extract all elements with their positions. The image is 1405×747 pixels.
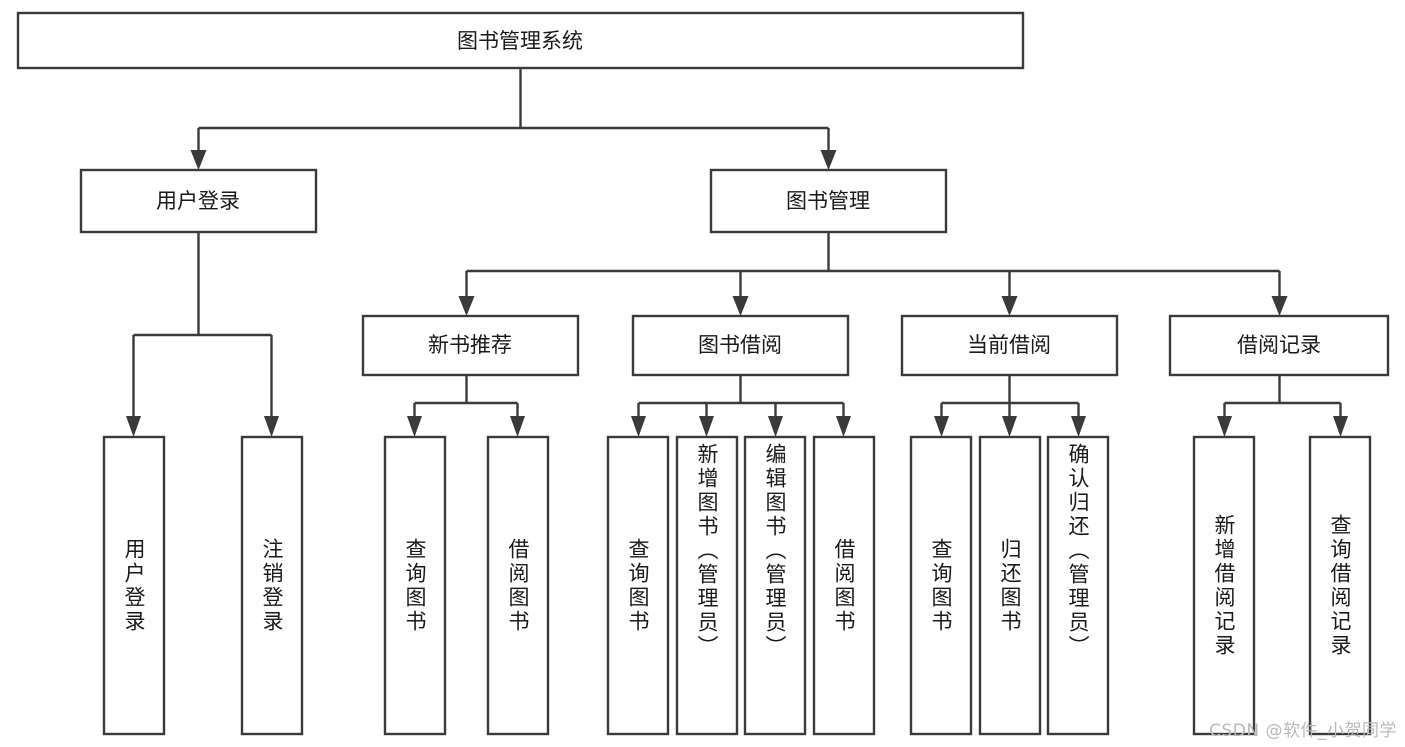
leaf-box-query-book-1[interactable] xyxy=(383,435,447,736)
arrow-head-icon xyxy=(1071,416,1086,437)
arrow-head-icon xyxy=(458,296,475,316)
node-book-borrow[interactable]: 图书借阅 xyxy=(631,314,850,377)
leaf-box-logout[interactable] xyxy=(240,435,304,736)
arrow-head-icon xyxy=(1002,416,1017,437)
arrow-head-icon xyxy=(836,416,851,437)
leaf-box-query-book-2[interactable] xyxy=(606,435,670,736)
node-user-login-box[interactable] xyxy=(79,168,318,234)
node-book-borrow-label: 图书借阅 xyxy=(698,333,782,357)
node-book-borrow-box[interactable] xyxy=(631,314,850,377)
arrow-head-icon xyxy=(190,150,207,170)
node-book-management[interactable]: 图书管理 xyxy=(709,168,948,234)
connectors-user-login-to-leaves xyxy=(126,232,279,437)
connectors-borrow-to-leaves xyxy=(631,375,851,437)
arrow-head-icon xyxy=(1333,416,1348,437)
leaf-box-query-book-3[interactable] xyxy=(909,435,973,736)
arrow-head-icon xyxy=(820,150,837,170)
arrow-head-icon xyxy=(699,416,714,437)
leaf-box-user-login[interactable] xyxy=(102,435,166,736)
leaf-box-borrow-book-1[interactable] xyxy=(486,435,550,736)
node-book-management-label: 图书管理 xyxy=(786,189,870,213)
node-user-login-label: 用户登录 xyxy=(156,189,240,213)
leaf-box-add-book[interactable] xyxy=(675,435,739,736)
node-current-borrow-box[interactable] xyxy=(900,314,1119,377)
connectors-record-to-leaves xyxy=(1217,375,1348,437)
node-borrow-record-label: 借阅记录 xyxy=(1237,333,1321,357)
leaf-box-edit-book[interactable] xyxy=(743,435,807,736)
node-new-book-recommend-box[interactable] xyxy=(361,314,580,377)
arrow-head-icon xyxy=(264,416,279,437)
leaf-box-query-borrow-record[interactable] xyxy=(1308,435,1372,736)
node-new-book-recommend-label: 新书推荐 xyxy=(428,333,512,357)
arrow-head-icon xyxy=(1001,296,1018,316)
node-current-borrow[interactable]: 当前借阅 xyxy=(900,314,1119,377)
node-root-box[interactable] xyxy=(16,11,1025,70)
node-root-label: 图书管理系统 xyxy=(457,29,583,53)
arrow-head-icon xyxy=(126,416,141,437)
arrow-head-icon xyxy=(1271,296,1288,316)
leaf-box-return-book[interactable] xyxy=(978,435,1042,736)
node-user-login[interactable]: 用户登录 xyxy=(79,168,318,234)
arrow-head-icon xyxy=(1217,416,1232,437)
leaf-boxes xyxy=(102,435,1372,736)
arrow-head-icon xyxy=(768,416,783,437)
connectors-current-to-leaves xyxy=(934,375,1086,437)
connectors-new-book-to-leaves xyxy=(407,375,525,437)
csdn-watermark: CSDN @软件_小贺同学 xyxy=(1209,721,1397,741)
arrow-head-icon xyxy=(631,416,646,437)
node-root[interactable]: 图书管理系统 xyxy=(16,11,1025,70)
node-borrow-record[interactable]: 借阅记录 xyxy=(1168,314,1390,377)
node-current-borrow-label: 当前借阅 xyxy=(967,333,1051,357)
leaf-box-borrow-book-2[interactable] xyxy=(812,435,876,736)
arrow-head-icon xyxy=(934,416,949,437)
connectors-book-mgmt-to-level3 xyxy=(458,232,1288,316)
node-borrow-record-box[interactable] xyxy=(1168,314,1390,377)
leaf-box-confirm-return[interactable] xyxy=(1046,435,1110,736)
arrow-head-icon xyxy=(510,416,525,437)
arrow-head-icon xyxy=(407,416,422,437)
arrow-head-icon xyxy=(732,296,749,316)
leaf-box-add-borrow-record[interactable] xyxy=(1192,435,1256,736)
node-new-book-recommend[interactable]: 新书推荐 xyxy=(361,314,580,377)
node-book-management-box[interactable] xyxy=(709,168,948,234)
connectors-root-to-level2 xyxy=(190,68,837,170)
